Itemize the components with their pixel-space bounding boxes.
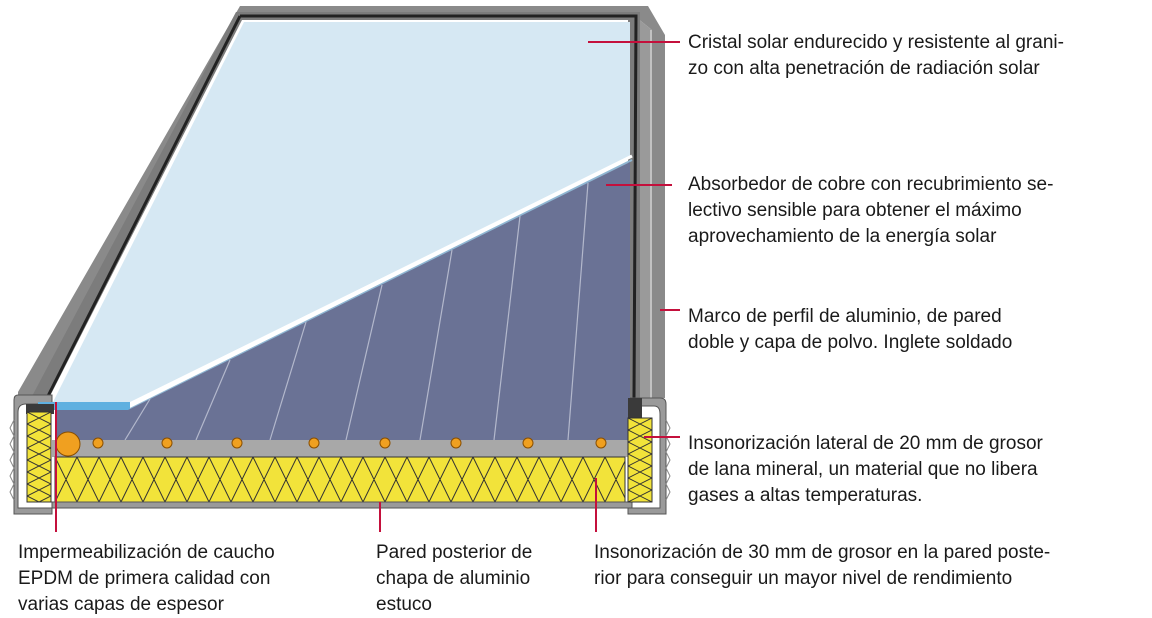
epdm-seal-right [628,398,642,418]
label-absorber: Absorbedor de cobre con recubrimiento se… [688,174,1054,247]
label-back-wall: Pared posterior de chapa de aluminio est… [376,542,533,615]
label-side-insulation: Insonorización lateral de 20 mm de groso… [688,433,1043,506]
label-seal: Impermeabilización de caucho EPDM de pri… [18,542,275,615]
back-insulation [54,456,626,503]
side-insulation-left [26,411,52,503]
absorber-plate [56,162,630,441]
label-glass: Cristal solar endurecido y resistente al… [688,32,1064,79]
aluminium-frame [9,6,671,515]
glass-edge [38,402,130,410]
solar-glass [52,22,630,404]
label-back-insulation: Insonorización de 30 mm de grosor en la … [594,542,1051,589]
back-wall-plate [51,501,633,509]
header-pipe [55,431,81,457]
side-insulation-right [627,417,653,503]
epdm-seal-left [26,404,54,414]
pipe-channel [52,440,632,457]
riser-pipes [92,437,607,449]
leader-lines [55,41,680,532]
label-frame: Marco de perfil de aluminio, de pared do… [688,306,1013,353]
